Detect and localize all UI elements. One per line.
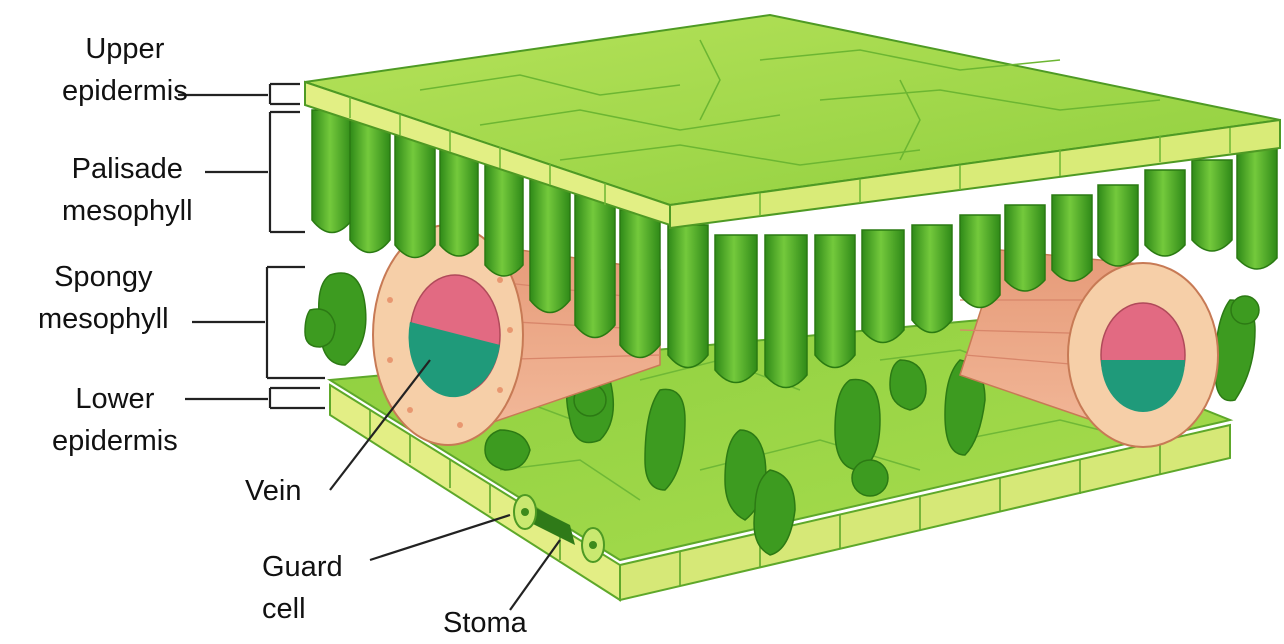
label-lower-epidermis-line1: Lower	[52, 378, 178, 420]
label-lower-epidermis: Lower epidermis	[52, 378, 178, 462]
label-stoma: Stoma	[443, 602, 527, 644]
label-palisade-mesophyll: Palisade mesophyll	[62, 148, 193, 232]
label-guard-cell: Guard cell	[262, 546, 343, 630]
label-palisade-line1: Palisade	[62, 148, 193, 190]
label-upper-epidermis-line1: Upper	[62, 28, 188, 70]
label-lower-epidermis-line2: epidermis	[52, 420, 178, 462]
label-upper-epidermis: Upper epidermis	[62, 28, 188, 112]
label-guard-cell-line1: Guard	[262, 546, 343, 588]
label-spongy-line2: mesophyll	[38, 298, 169, 340]
label-vein: Vein	[245, 470, 301, 512]
label-stoma-text: Stoma	[443, 602, 527, 644]
label-spongy-mesophyll: Spongy mesophyll	[38, 256, 169, 340]
label-guard-cell-line2: cell	[262, 588, 343, 630]
label-vein-text: Vein	[245, 470, 301, 512]
label-palisade-line2: mesophyll	[62, 190, 193, 232]
label-upper-epidermis-line2: epidermis	[62, 70, 188, 112]
label-spongy-line1: Spongy	[38, 256, 169, 298]
